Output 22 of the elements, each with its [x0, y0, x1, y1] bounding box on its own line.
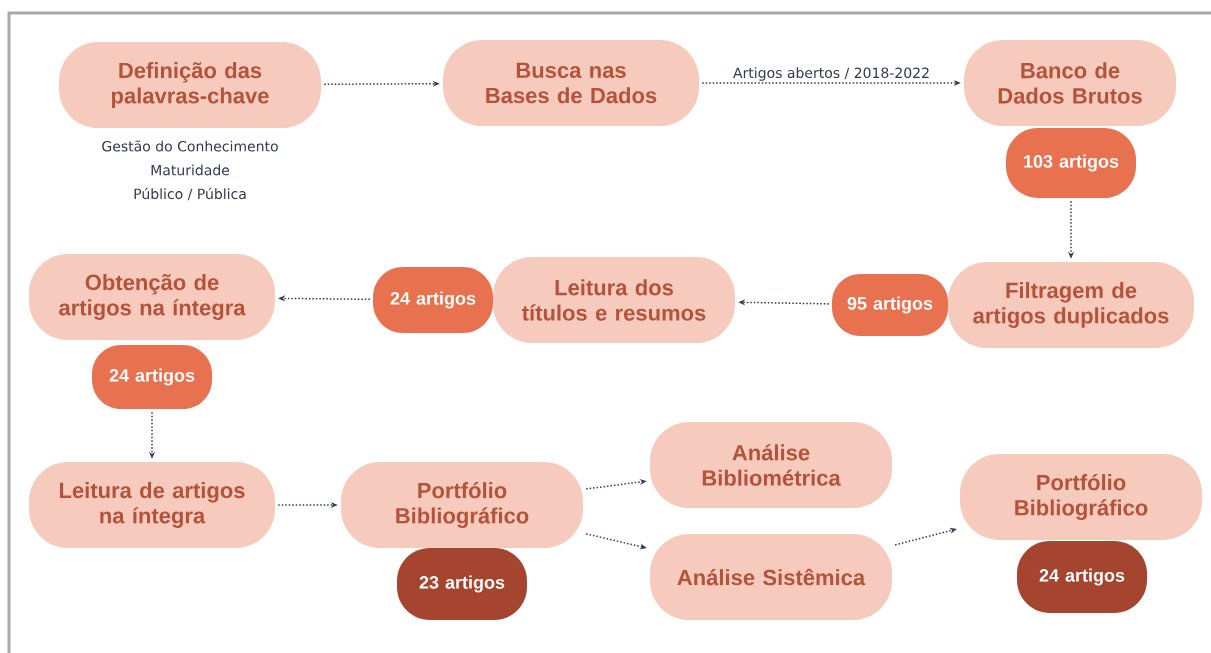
keyword-text: Gestão do Conhecimento — [102, 140, 278, 152]
process-box: Obtenção de artigos na íntegra — [29, 254, 275, 340]
process-box: Análise Bibliométrica — [650, 422, 892, 508]
edge-label: Artigos abertos / 2018-2022 — [732, 66, 931, 82]
arrow — [894, 527, 957, 546]
count-badge: 24 artigos — [92, 345, 212, 409]
process-box: Análise Sistêmica — [650, 534, 892, 620]
process-box: Leitura de artigos na íntegra — [29, 462, 275, 548]
count-badge: 103 artigos — [1006, 128, 1136, 198]
process-box: Busca nas Bases de Dados — [443, 40, 699, 126]
process-box: Filtragem de artigos duplicados — [948, 262, 1194, 348]
process-box: Definição das palavras-chave — [59, 42, 321, 128]
count-badge: 24 artigos — [373, 267, 493, 333]
count-badge: 23 artigos — [397, 548, 527, 620]
count-badge: 24 artigos — [1017, 541, 1147, 613]
process-box: Portfólio Bibliográfico — [341, 462, 583, 548]
count-badge: 95 artigos — [832, 274, 948, 336]
process-box: Leitura dos títulos e resumos — [493, 257, 735, 343]
process-box: Banco de Dados Brutos — [964, 40, 1176, 126]
process-box: Portfólio Bibliográfico — [960, 454, 1202, 540]
keyword-text: Maturidade — [151, 164, 230, 176]
keyword-text: Público / Pública — [134, 187, 246, 201]
